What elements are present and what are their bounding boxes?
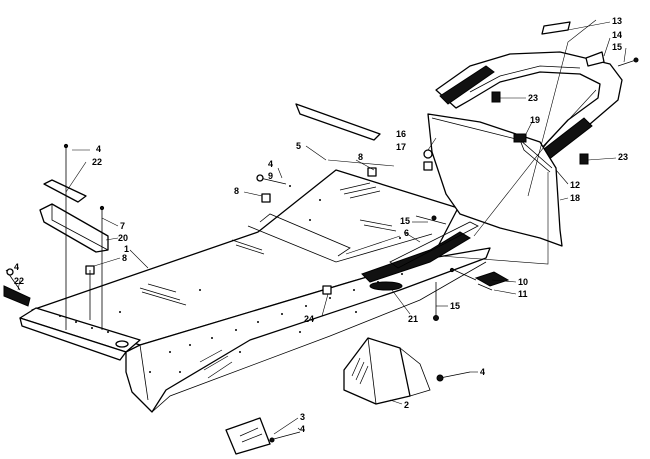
callout-24: 24 bbox=[304, 314, 314, 324]
tunnel-strip bbox=[295, 103, 381, 141]
reinforcement-plate bbox=[225, 417, 301, 455]
front-left-bolt bbox=[3, 268, 31, 307]
callout-19: 19 bbox=[530, 115, 540, 125]
callout-4-center: 4 bbox=[268, 159, 273, 169]
tunnel-assembly bbox=[19, 169, 491, 413]
callout-20: 20 bbox=[118, 233, 128, 243]
callout-4-left: 4 bbox=[96, 144, 101, 154]
top-decal bbox=[541, 21, 571, 35]
callout-21: 21 bbox=[408, 314, 418, 324]
callout-8-center: 8 bbox=[358, 152, 363, 162]
front-bumper-hole bbox=[115, 340, 129, 348]
rivet-holes bbox=[59, 185, 403, 373]
callout-7: 7 bbox=[120, 221, 125, 231]
bumper-bracket bbox=[513, 133, 527, 143]
callout-18: 18 bbox=[570, 193, 580, 203]
rear-bumper-assembly bbox=[427, 21, 639, 247]
callout-15-top: 15 bbox=[612, 42, 622, 52]
callout-5: 5 bbox=[296, 141, 301, 151]
callout-8-lower: 8 bbox=[122, 253, 127, 263]
callout-8-left: 8 bbox=[234, 186, 239, 196]
rear-clip-left bbox=[491, 91, 501, 103]
tunnel-front-lip bbox=[19, 317, 127, 361]
callout-22-front: 22 bbox=[14, 276, 24, 286]
leader-lines bbox=[327, 19, 597, 265]
decal-oval bbox=[369, 281, 403, 291]
callout-3: 3 bbox=[300, 412, 305, 422]
callout-13: 13 bbox=[612, 16, 622, 26]
center-fittings bbox=[256, 149, 447, 225]
callout-leaders bbox=[17, 21, 627, 435]
callout-6: 6 bbox=[404, 228, 409, 238]
callout-labels: 13 14 15 23 19 16 17 23 12 18 5 8 4 9 8 … bbox=[14, 16, 628, 434]
callout-23-right: 23 bbox=[618, 152, 628, 162]
callout-16: 16 bbox=[396, 129, 406, 139]
callout-4-front: 4 bbox=[14, 262, 19, 272]
callout-11: 11 bbox=[518, 289, 528, 299]
callout-15-lower: 15 bbox=[450, 301, 460, 311]
callout-4-plate: 4 bbox=[300, 424, 305, 434]
callout-14: 14 bbox=[612, 30, 622, 40]
callout-1: 1 bbox=[124, 244, 129, 254]
access-plug bbox=[322, 285, 332, 295]
callout-2: 2 bbox=[404, 400, 409, 410]
deck-texture bbox=[139, 182, 397, 379]
side-reflector bbox=[585, 51, 605, 67]
callout-9: 9 bbox=[268, 171, 273, 181]
runner-strip bbox=[449, 267, 510, 291]
handle-grip-left bbox=[439, 65, 495, 105]
bolt-top bbox=[617, 59, 637, 67]
bolt-lower bbox=[433, 282, 439, 321]
callout-17: 17 bbox=[396, 142, 406, 152]
left-brackets bbox=[39, 143, 109, 330]
washer-plate bbox=[43, 179, 87, 203]
tunnel-deck-crease bbox=[247, 225, 433, 263]
callout-23-top: 23 bbox=[528, 93, 538, 103]
footrest-bracket bbox=[343, 337, 471, 405]
callout-15-mid: 15 bbox=[400, 216, 410, 226]
tunnel-side-wall bbox=[125, 247, 491, 413]
callout-4-footrest: 4 bbox=[480, 367, 485, 377]
callout-10: 10 bbox=[518, 277, 528, 287]
rear-clip-right bbox=[579, 153, 589, 165]
callout-12: 12 bbox=[570, 180, 580, 190]
callout-22-left: 22 bbox=[92, 157, 102, 167]
